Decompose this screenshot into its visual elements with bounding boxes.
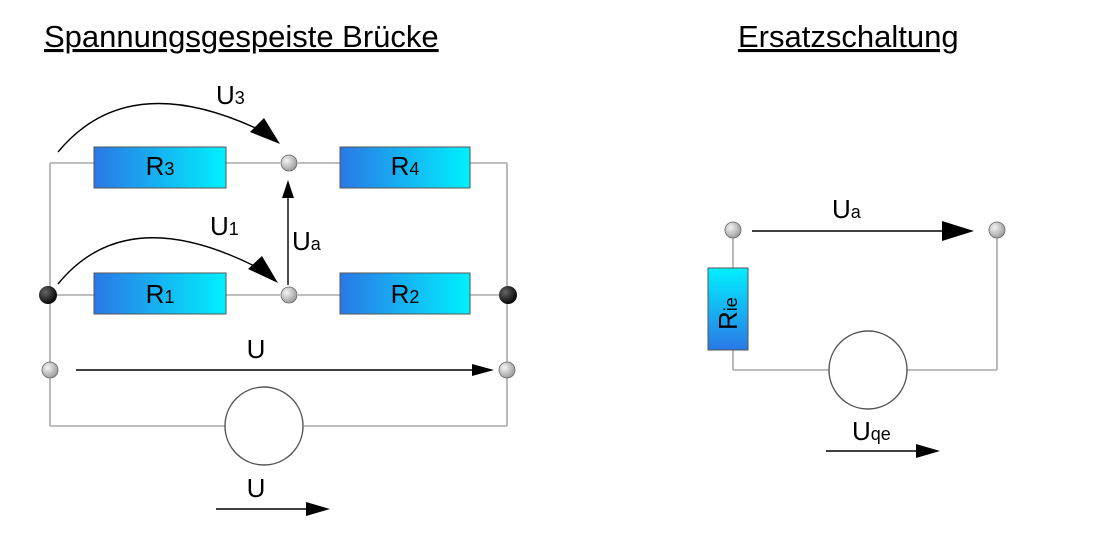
node-left	[39, 286, 57, 304]
terminal-right-supply	[498, 361, 516, 379]
label-u3: U3	[216, 80, 245, 110]
terminal-equivalent-right	[988, 221, 1006, 239]
arrow-ua-bridge	[282, 180, 294, 285]
arrow-u-bridge	[76, 364, 494, 376]
arrow-ua-equivalent	[752, 221, 974, 241]
equivalent-wires	[732, 238, 998, 371]
arrow-u1	[57, 237, 278, 285]
label-ua-bridge: Ua	[292, 226, 322, 256]
arrow-u3	[57, 102, 280, 153]
label-u-source: U	[247, 473, 266, 503]
terminal-top-middle	[280, 154, 298, 172]
svg-text:R3: R3	[146, 151, 175, 181]
resistor-r4: R4	[339, 146, 471, 189]
title-bridge: Spannungsgespeiste Brücke	[44, 19, 439, 54]
terminal-middle-middle	[280, 286, 298, 304]
svg-text:R2: R2	[391, 279, 420, 309]
resistor-rie: Rie	[707, 267, 749, 351]
svg-text:R4: R4	[391, 151, 420, 181]
label-uqe: Uqe	[852, 416, 891, 446]
arrow-u-source	[216, 502, 330, 516]
resistor-r2: R2	[339, 272, 471, 315]
terminal-left-supply	[41, 361, 59, 379]
voltage-source-bridge	[224, 386, 304, 466]
bridge-wires	[49, 162, 508, 427]
voltage-source-equivalent	[828, 330, 908, 410]
label-u-bridge: U	[247, 334, 266, 364]
arrow-uqe	[826, 444, 940, 458]
title-equivalent-circuit: Ersatzschaltung	[738, 19, 959, 54]
svg-text:Rie: Rie	[713, 297, 743, 330]
label-ua-equivalent: Ua	[832, 194, 862, 224]
resistor-r3: R3	[93, 146, 227, 189]
svg-text:R1: R1	[146, 279, 175, 309]
terminal-equivalent-left	[724, 221, 742, 239]
label-u1: U1	[210, 211, 239, 241]
node-right	[499, 286, 517, 304]
resistor-r1: R1	[93, 272, 227, 315]
